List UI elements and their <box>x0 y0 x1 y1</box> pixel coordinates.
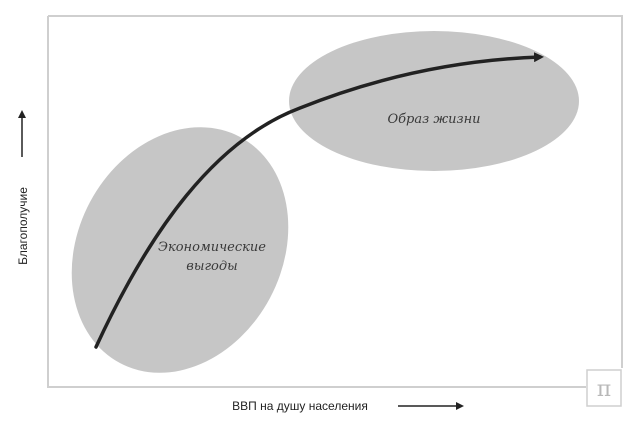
lifestyle-region <box>289 31 579 171</box>
economic-benefits-label-line2: выгоды <box>186 259 237 274</box>
y-axis-label: Благополучие <box>16 187 30 265</box>
logo-box <box>586 369 622 407</box>
lifestyle-label: Образ жизни <box>387 112 480 127</box>
x-axis-label: ВВП на душу населения <box>232 399 368 413</box>
growth-curve-arrow <box>94 52 544 349</box>
economic-benefits-label-line1: Экономические <box>158 240 266 255</box>
plot-frame <box>47 15 623 388</box>
pi-logo-icon: π <box>597 377 611 402</box>
economic-benefits-region <box>71 127 289 373</box>
